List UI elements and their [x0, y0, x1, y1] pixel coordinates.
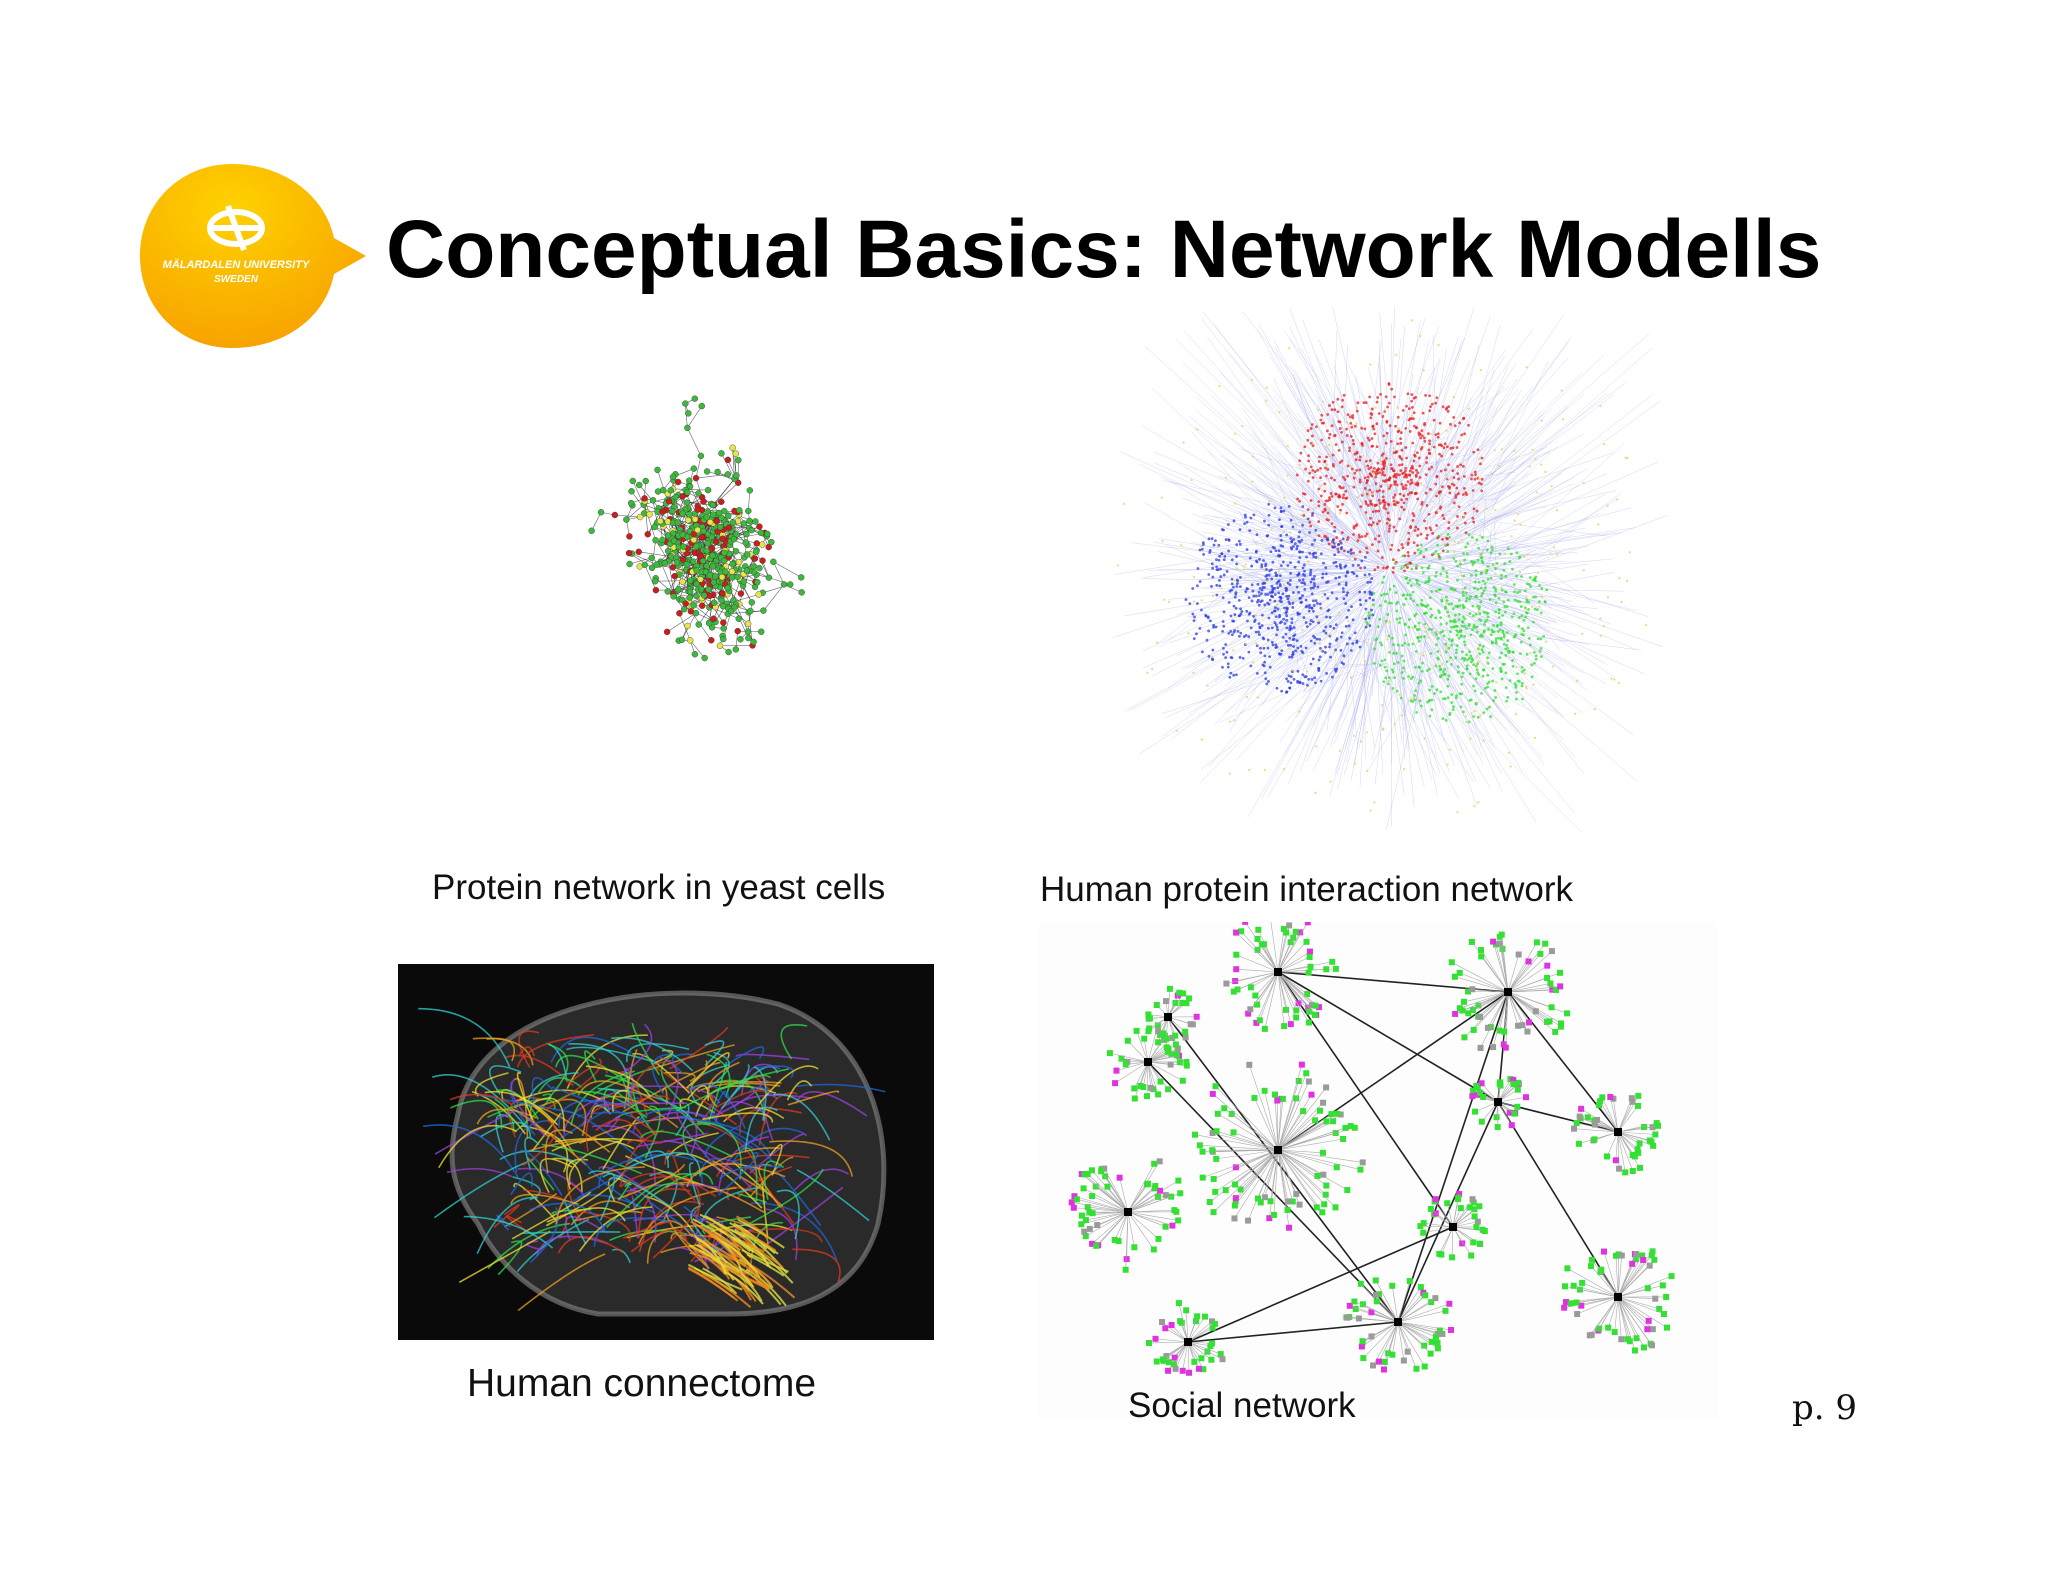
caption-yeast-protein-network: Protein network in yeast cells	[432, 868, 886, 907]
page-number: p. 9	[1792, 1388, 1858, 1428]
social-network-image	[1038, 922, 1718, 1420]
yeast-protein-network-image	[388, 318, 1038, 848]
human-protein-network-image	[1060, 298, 1720, 858]
caption-human-protein-network: Human protein interaction network	[1040, 870, 1574, 909]
caption-human-connectome: Human connectome	[467, 1362, 817, 1405]
university-logo: MÄLARDALEN UNIVERSITY SWEDEN	[136, 158, 368, 352]
logo-text-line2: SWEDEN	[214, 274, 259, 285]
human-connectome-image	[398, 964, 934, 1340]
logo-text-line1: MÄLARDALEN UNIVERSITY	[163, 258, 311, 271]
caption-social-network: Social network	[1128, 1386, 1356, 1425]
slide-title: Conceptual Basics: Network Modells	[386, 204, 1822, 295]
